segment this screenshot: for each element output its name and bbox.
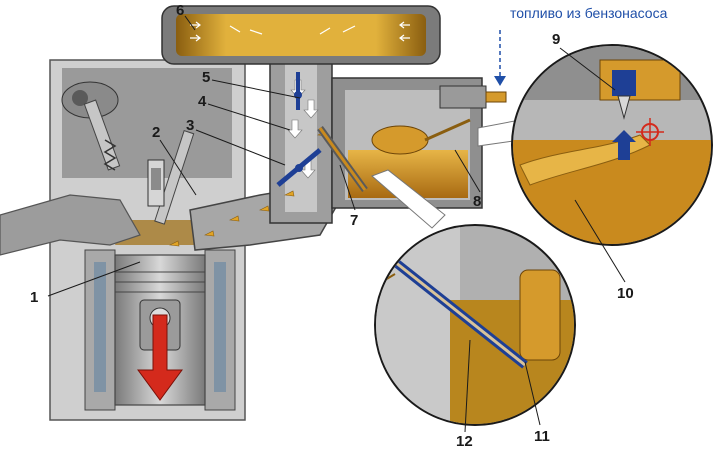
- callout-2: 2: [152, 124, 160, 141]
- callout-1: 1: [30, 289, 38, 306]
- callout-8: 8: [473, 193, 481, 210]
- callout-6: 6: [176, 2, 184, 19]
- callout-labels: 1 2 3 4 5 6 7 8 9 10 11 12: [30, 2, 634, 450]
- exhaust-port: [0, 194, 141, 256]
- air-filter: [161, 5, 441, 65]
- throttle-valve: [276, 148, 322, 187]
- inset-atomizer: [374, 224, 576, 426]
- pointer-arrow-lower: [371, 169, 446, 229]
- callout-7: 7: [350, 212, 358, 229]
- inset-needle-valve: [511, 44, 713, 246]
- callout-4: 4: [198, 93, 207, 110]
- float: [371, 125, 429, 155]
- callout-10: 10: [617, 285, 634, 302]
- fuel-mist-arrows: [168, 130, 328, 247]
- fuel-inlet: [439, 30, 507, 109]
- valve-gear: [61, 81, 195, 225]
- callout-3: 3: [186, 117, 194, 134]
- spark-plug: [147, 159, 165, 207]
- piston-down-arrow: [137, 314, 183, 401]
- callout-11: 11: [534, 428, 550, 445]
- fuel-source-caption: топливо из бензонасоса: [510, 5, 668, 21]
- callout-9: 9: [552, 31, 560, 48]
- callout-5: 5: [202, 69, 210, 86]
- callout-leaders: [47, 15, 626, 433]
- float-chamber: [331, 77, 483, 209]
- callout-12: 12: [456, 433, 473, 450]
